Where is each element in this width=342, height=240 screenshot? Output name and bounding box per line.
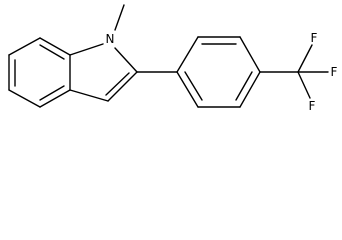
bond-phenyl-3 [239,36,261,73]
atom-label-nitrogen: N [106,32,115,46]
bond-phenyl-6 [176,71,199,108]
bond-phenyl-4 [239,71,261,108]
bond-c3-c3a [69,89,109,102]
bond-benzo-4 [39,89,71,108]
bond-benzo-6 [39,37,71,56]
atom-label-fluorine-top: F [311,31,318,45]
bond-c2-c3 [107,71,138,102]
atom-label-fluorine-bottom: F [309,99,316,113]
bond-benzo-double-b [39,85,65,101]
bond-phenyl-1 [176,36,199,73]
bond-c7a-n [69,43,104,56]
bond-n-methyl [114,4,125,31]
bond-c-f-top [297,44,313,73]
atom-label-fluorine-right: F [331,65,338,79]
bond-benzo-3 [8,89,41,108]
bond-benzo-double-c [39,44,65,60]
bond-phenyl-double-c [184,71,203,101]
bond-benzo-1 [8,37,41,56]
bond-c2-c3-double [105,72,130,96]
molecule-structure-diagram: N F F F [8,4,338,113]
bond-c-f-bottom [297,71,311,99]
bond-n-c2 [114,47,138,73]
bond-phenyl-double-b [235,71,253,101]
